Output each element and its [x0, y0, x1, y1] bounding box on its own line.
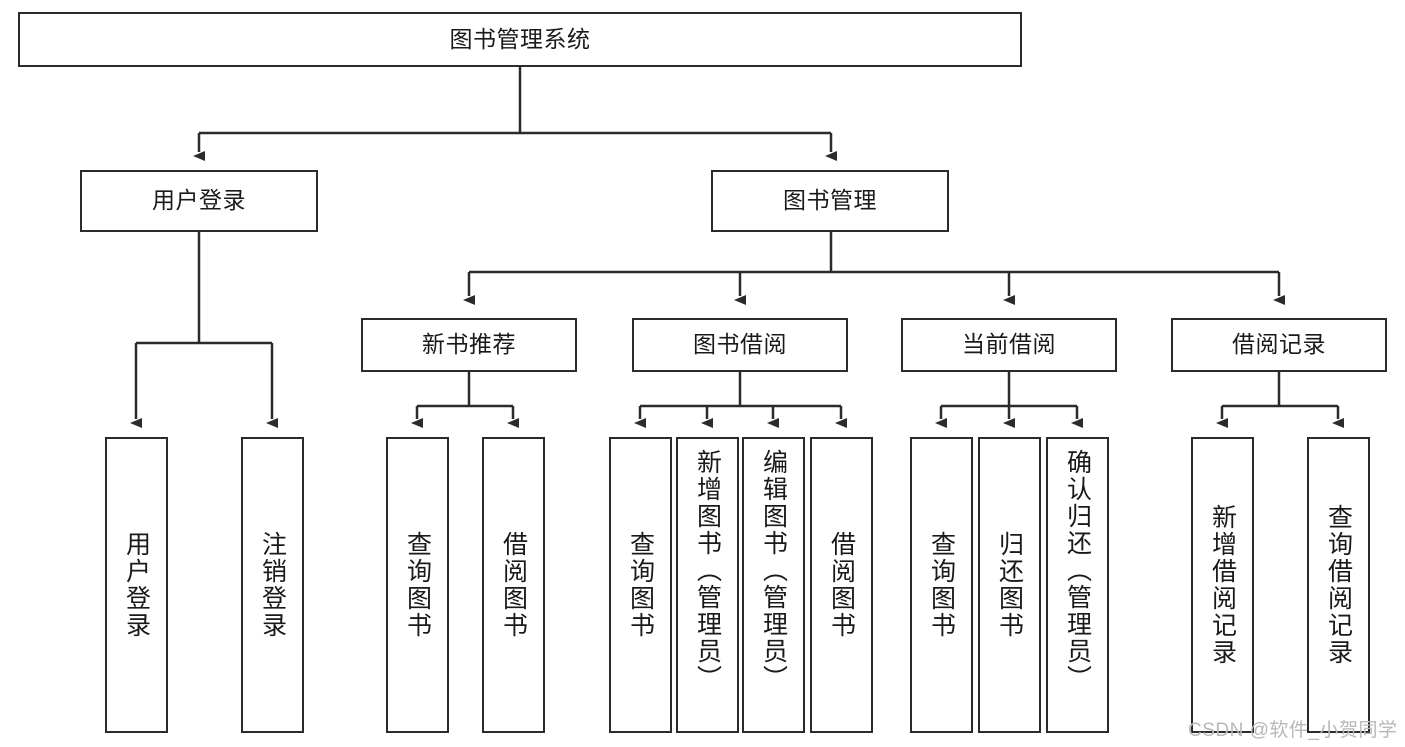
node-borrow-record[interactable]: 借阅记录	[1171, 318, 1387, 372]
node-leaf-rec-borrow-book[interactable]: 借阅图书	[482, 437, 545, 733]
node-leaf-user-logout[interactable]: 注销登录	[241, 437, 304, 733]
node-leaf-add-borrow-record-label: 新增借阅记录	[1208, 504, 1237, 666]
node-current-borrow[interactable]: 当前借阅	[901, 318, 1117, 372]
node-new-book-recommend-label: 新书推荐	[422, 331, 516, 358]
node-leaf-user-logout-label: 注销登录	[258, 531, 287, 639]
node-leaf-rec-borrow-book-label: 借阅图书	[499, 531, 528, 639]
node-leaf-add-book-label: 新增图书（管理员）	[693, 449, 722, 692]
node-user-login[interactable]: 用户登录	[80, 170, 318, 232]
node-leaf-confirm-return[interactable]: 确认归还（管理员）	[1046, 437, 1109, 733]
node-leaf-current-query-book-label: 查询图书	[927, 531, 956, 639]
node-root-label: 图书管理系统	[449, 25, 591, 52]
node-borrow-record-label: 借阅记录	[1232, 331, 1326, 358]
node-new-book-recommend[interactable]: 新书推荐	[361, 318, 577, 372]
node-leaf-query-borrow-record-label: 查询借阅记录	[1324, 504, 1353, 666]
node-leaf-borrow-book[interactable]: 借阅图书	[810, 437, 873, 733]
node-root[interactable]: 图书管理系统	[18, 12, 1022, 67]
node-leaf-return-book[interactable]: 归还图书	[978, 437, 1041, 733]
node-leaf-borrow-book-label: 借阅图书	[827, 531, 856, 639]
node-user-login-label: 用户登录	[152, 187, 246, 214]
node-leaf-add-book[interactable]: 新增图书（管理员）	[676, 437, 739, 733]
node-book-manage[interactable]: 图书管理	[711, 170, 949, 232]
csdn-watermark: CSDN @软件_小贺同学	[1188, 720, 1398, 741]
node-leaf-borrow-query-book[interactable]: 查询图书	[609, 437, 672, 733]
node-leaf-user-login[interactable]: 用户登录	[105, 437, 168, 733]
node-leaf-add-borrow-record[interactable]: 新增借阅记录	[1191, 437, 1254, 733]
node-leaf-edit-book-label: 编辑图书（管理员）	[759, 449, 788, 692]
node-leaf-user-login-label: 用户登录	[122, 531, 151, 639]
node-leaf-query-borrow-record[interactable]: 查询借阅记录	[1307, 437, 1370, 733]
node-leaf-rec-query-book[interactable]: 查询图书	[386, 437, 449, 733]
node-leaf-borrow-query-book-label: 查询图书	[626, 531, 655, 639]
node-leaf-current-query-book[interactable]: 查询图书	[910, 437, 973, 733]
node-leaf-confirm-return-label: 确认归还（管理员）	[1063, 449, 1092, 692]
node-book-borrow-label: 图书借阅	[693, 331, 787, 358]
node-book-borrow[interactable]: 图书借阅	[632, 318, 848, 372]
node-leaf-edit-book[interactable]: 编辑图书（管理员）	[742, 437, 805, 733]
node-book-manage-label: 图书管理	[783, 187, 877, 214]
node-leaf-rec-query-book-label: 查询图书	[403, 531, 432, 639]
node-leaf-return-book-label: 归还图书	[995, 531, 1024, 639]
node-current-borrow-label: 当前借阅	[962, 331, 1056, 358]
